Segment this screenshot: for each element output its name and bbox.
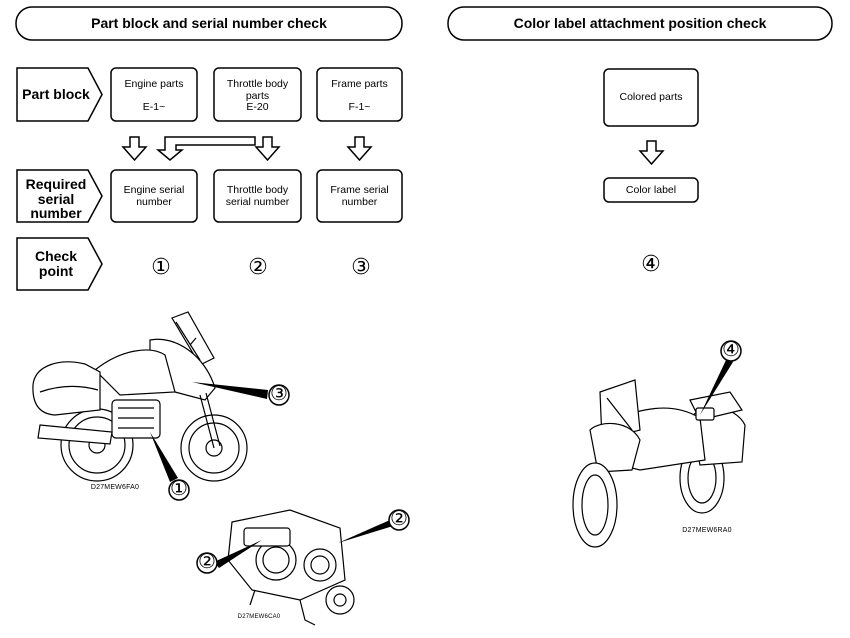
motorcycle-side-illustration [32, 311, 248, 482]
throttle-serial-text: Throttle body serial number [225, 184, 290, 209]
engine-parts-name: Engine parts [124, 78, 184, 90]
down-arrow-engine [121, 136, 148, 162]
callout-4-text: ④ [722, 339, 740, 361]
check-point-1: ① [151, 254, 171, 279]
colored-parts-text: Colored parts [619, 91, 683, 103]
down-arrow-throttle [254, 136, 281, 162]
down-arrow-frame [346, 136, 373, 162]
throttle-serial-box [213, 169, 302, 223]
left-header-pill [15, 6, 403, 41]
frame-serial-box [316, 169, 403, 223]
callout-pointer-4 [700, 358, 733, 415]
frame-parts-name: Frame parts [331, 78, 388, 90]
throttle-body-illustration [227, 509, 355, 626]
check-point-3: ③ [351, 254, 371, 279]
required-serial-arrow [16, 169, 103, 223]
throttle-parts-name: Throttle body parts [226, 78, 289, 103]
down-arrow-colored [638, 140, 665, 166]
check-point-arrow [16, 237, 103, 291]
frame-parts-box [316, 67, 403, 122]
color-label-box [603, 177, 699, 203]
callout-pointer-2b [338, 520, 393, 543]
engine-parts-code: E-1~ [142, 101, 166, 113]
motorcycle-front-illustration [572, 379, 746, 548]
callout-2b-text: ② [390, 508, 408, 530]
callout-ring-1 [168, 479, 190, 501]
color-label-text: Color label [625, 184, 677, 196]
callout-ring-2a [196, 552, 218, 574]
callout-ring-2b [388, 509, 410, 531]
left-header-title: Part block and serial number check [91, 15, 327, 31]
callout-3-text: ③ [270, 383, 288, 405]
part-block-label: Part block [22, 86, 90, 102]
throttle-image-code: D27MEW6CA0 [237, 614, 281, 620]
callout-pointer-2a [214, 540, 262, 568]
moto2-image-code: D27MEW6RA0 [682, 527, 732, 534]
frame-parts-code: F-1~ [348, 101, 371, 113]
engine-serial-box [110, 169, 198, 223]
right-header-title: Color label attachment position check [513, 15, 767, 31]
required-serial-label: Required serial number [25, 176, 87, 222]
engine-serial-text: Engine serial number [123, 184, 185, 209]
callout-2a-text: ② [198, 551, 216, 573]
check-point-label: Check point [34, 248, 78, 279]
right-header-pill [447, 6, 833, 41]
colored-parts-box [603, 68, 699, 127]
engine-parts-box [110, 67, 198, 122]
moto1-image-code: D27MEW6FA0 [90, 484, 140, 491]
callout-ring-4 [720, 340, 742, 362]
frame-serial-text: Frame serial number [330, 184, 389, 209]
callout-pointer-3 [192, 382, 268, 399]
check-point-2: ② [248, 254, 268, 279]
callout-1-text: ① [170, 478, 188, 500]
callout-pointer-1 [150, 432, 178, 482]
throttle-parts-code: E-20 [246, 101, 269, 113]
bent-arrow-throttle-to-engine [155, 136, 256, 161]
callout-ring-3 [268, 384, 290, 406]
throttle-parts-box [213, 67, 302, 122]
color-check-point-4: ④ [641, 251, 661, 276]
part-block-arrow [16, 67, 103, 122]
